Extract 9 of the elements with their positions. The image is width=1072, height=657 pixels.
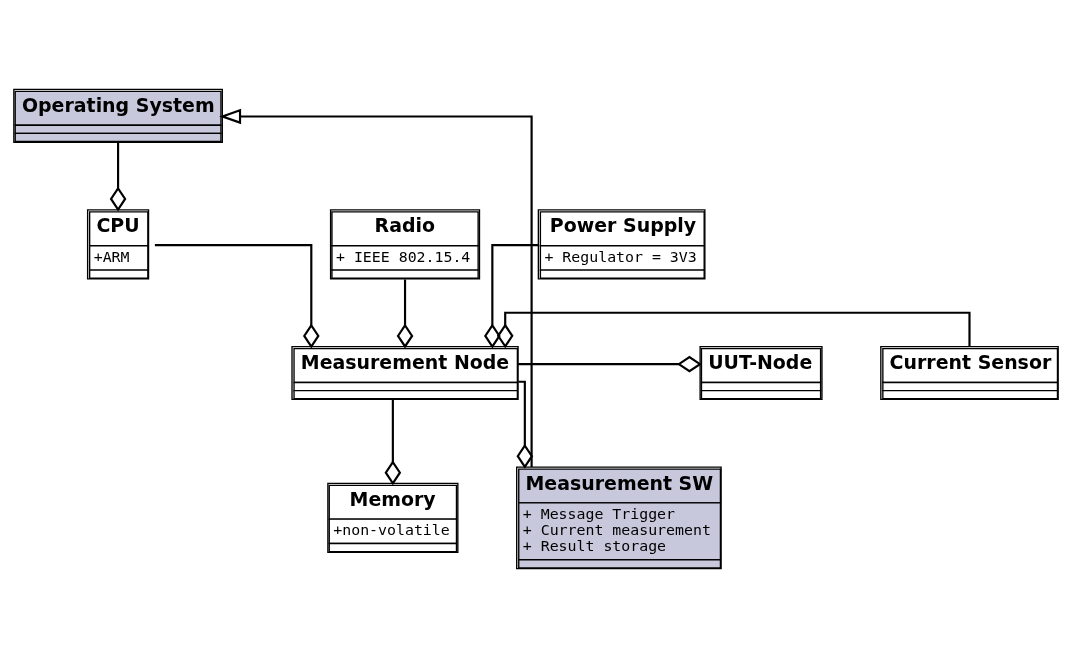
connector xyxy=(496,311,971,348)
connector xyxy=(384,399,402,485)
arrow xyxy=(219,108,533,467)
connector xyxy=(396,279,414,348)
connector xyxy=(516,380,534,469)
connector xyxy=(109,141,127,211)
connector xyxy=(518,355,702,373)
connector xyxy=(154,243,320,348)
connector xyxy=(484,243,539,348)
